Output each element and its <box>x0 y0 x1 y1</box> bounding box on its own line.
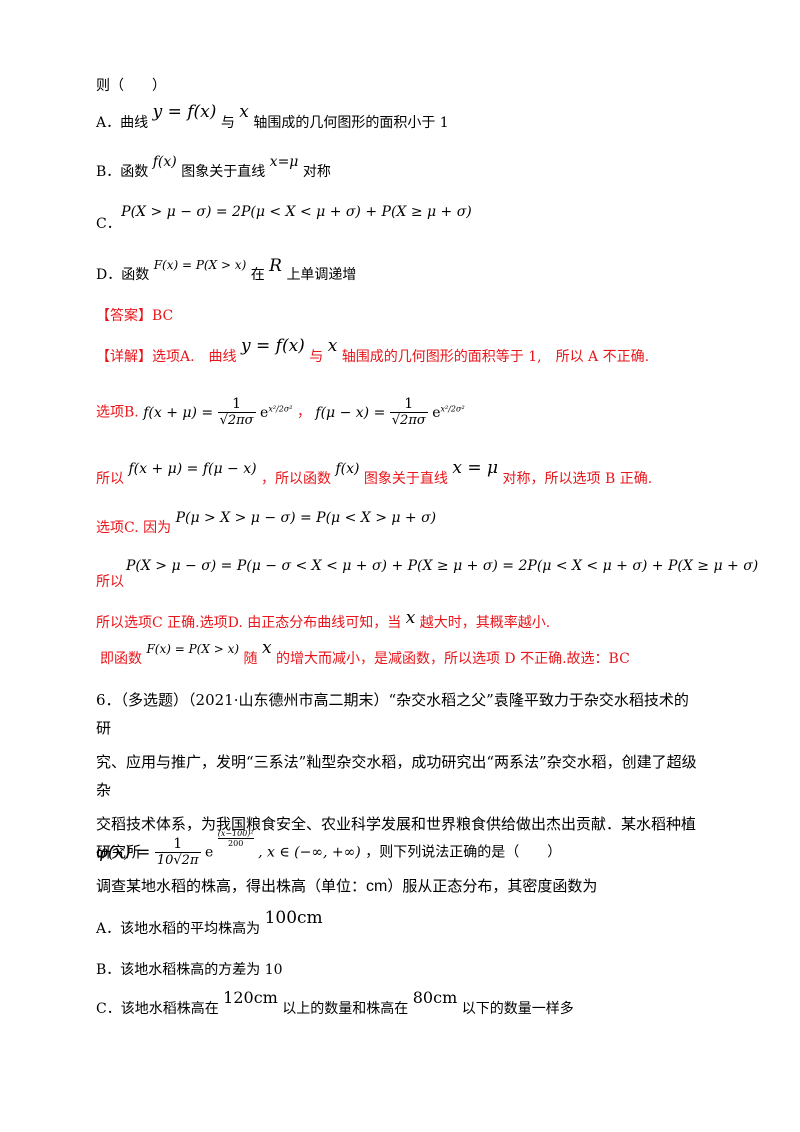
detail-line-2: 选项B. f(x + μ) = 1√2πσ ex²/2σ² ， f(μ − x)… <box>96 396 465 428</box>
detail-line-6: 所以选项C 正确.选项D. 由正态分布曲线可知，当 x 越大时，其概率越小. <box>96 608 551 631</box>
q5-option-c: C． P(X > μ − σ) = 2P(μ < X < μ + σ) + P(… <box>96 204 472 232</box>
q5-option-d: D．函数 F(x) = P(X > x) 在 R 上单调递增 <box>96 256 357 283</box>
math: y = f(x) <box>152 102 217 122</box>
detail-line-1: 【详解】选项A. 曲线 y = f(x) 与 x 轴围成的几何图形的面积等于 1… <box>96 336 650 365</box>
q5-option-a: A．曲线 y = f(x) 与 x 轴围成的几何图形的面积小于 1 <box>96 102 449 131</box>
detail-line-3: 所以 f(x + μ) = f(μ − x) ，所以函数 f(x) 图象关于直线… <box>96 458 653 487</box>
density-formula-2: f(μ − x) = 1√2πσ ex²/2σ² <box>315 396 465 428</box>
q6-option-c: C．该地水稻株高在 120cm 以上的数量和株高在 80cm 以下的数量一样多 <box>96 988 574 1017</box>
q5-stem-end: 则（ ） <box>96 78 166 94</box>
density-formula-1: f(x + μ) = 1√2πσ ex²/2σ² <box>143 396 293 428</box>
detail-line-5-label: 所以 <box>96 574 124 590</box>
q5-option-b: B．函数 f(x) 图象关于直线 x=μ 对称 <box>96 154 331 180</box>
detail-line-4: 选项C. 因为 P(μ > X > μ − σ) = P(μ < X > μ +… <box>96 510 437 536</box>
q6-option-b: B．该地水稻株高的方差为 10 <box>96 962 283 978</box>
q6-stem: 6．（多选题）（2021·山东德州市高二期末）“杂交水稻之父”袁隆平致力于杂交水… <box>96 691 697 895</box>
detail-line-5: P(X > μ − σ) = P(μ − σ < X < μ + σ) + P(… <box>126 558 759 574</box>
detail-line-7: 即函数 F(x) = P(X > x) 随 x 的增大而减小，是减函数，所以选项… <box>100 638 630 667</box>
q6-option-a: A．该地水稻的平均株高为 100cm <box>96 908 323 937</box>
answer: 【答案】BC <box>96 308 174 324</box>
